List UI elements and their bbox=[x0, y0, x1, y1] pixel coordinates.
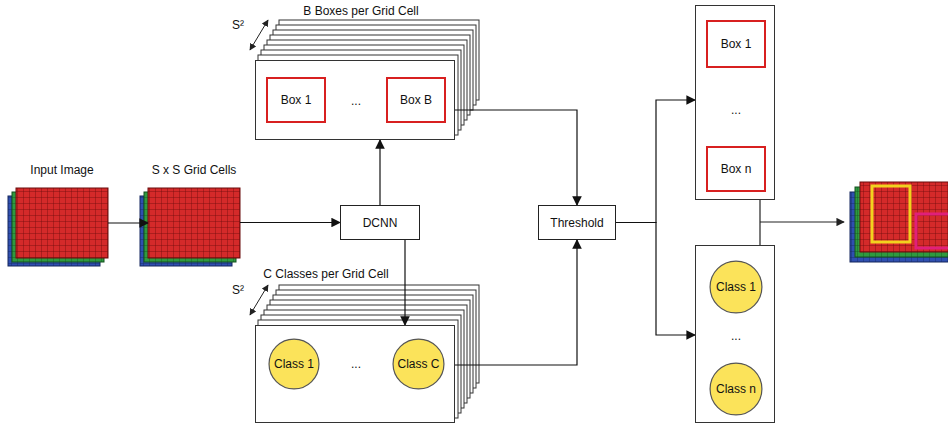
flow-arrow bbox=[616, 100, 695, 223]
node-text: Class 1 bbox=[716, 280, 756, 294]
node-text: Box 1 bbox=[281, 93, 312, 107]
input-image-graphic bbox=[8, 188, 108, 266]
process-box: DCNN bbox=[340, 205, 420, 240]
flow-arrow bbox=[616, 223, 695, 336]
node-text: ... bbox=[351, 94, 361, 108]
class-circle: Class C bbox=[392, 338, 445, 390]
node-heading: B Boxes per Grid Cell bbox=[303, 4, 418, 18]
node-text: Box 1 bbox=[721, 37, 752, 51]
node-text: DCNN bbox=[363, 215, 398, 229]
node-text: Class n bbox=[716, 382, 756, 396]
node-text: ... bbox=[731, 103, 741, 117]
bounding-box: Box 1 bbox=[706, 20, 766, 68]
input-image: Input Image bbox=[16, 188, 108, 258]
node-text: ... bbox=[731, 329, 741, 343]
node-text: Threshold bbox=[550, 215, 603, 229]
flow-arrow bbox=[240, 222, 340, 223]
output-column: ... Class 1 Class n bbox=[695, 245, 775, 423]
class-stack: C Classes per Grid Cell...Class 1Class C bbox=[255, 325, 455, 423]
grid-cells-graphic bbox=[140, 188, 240, 266]
flow-arrow bbox=[455, 240, 577, 365]
bounding-box: Box 1 bbox=[266, 77, 326, 123]
flow-arrow bbox=[404, 240, 405, 325]
class-circle: Class 1 bbox=[709, 260, 763, 314]
flow-arrow bbox=[379, 140, 380, 205]
class-circle: Class n bbox=[709, 362, 763, 416]
depth-arrow bbox=[250, 285, 268, 315]
grid-image: S x S Grid Cells bbox=[148, 188, 240, 258]
node-text: Class C bbox=[397, 357, 439, 371]
depth-label: S² bbox=[232, 18, 244, 32]
node-heading: C Classes per Grid Cell bbox=[263, 267, 388, 281]
bounding-box: Box B bbox=[386, 77, 446, 123]
class-circle: Class 1 bbox=[268, 338, 320, 390]
node-heading: S x S Grid Cells bbox=[152, 163, 237, 177]
output-arrow bbox=[760, 221, 844, 222]
process-box: Threshold bbox=[538, 205, 616, 240]
node-text: Class 1 bbox=[274, 357, 314, 371]
flow-arrow bbox=[108, 222, 148, 223]
bounding-box: Box n bbox=[706, 146, 766, 192]
output-image-graphic bbox=[850, 182, 948, 262]
node-text: Box n bbox=[721, 162, 752, 176]
output-column: ... Box 1 Box n bbox=[695, 5, 775, 200]
node-text: Box B bbox=[400, 93, 432, 107]
depth-arrow bbox=[250, 20, 268, 50]
depth-label: S² bbox=[232, 283, 244, 297]
node-heading: Input Image bbox=[30, 163, 93, 177]
box-stack: B Boxes per Grid Cell...Box 1Box B bbox=[255, 60, 455, 140]
node-text: ... bbox=[351, 357, 361, 371]
flow-arrow bbox=[455, 110, 577, 205]
